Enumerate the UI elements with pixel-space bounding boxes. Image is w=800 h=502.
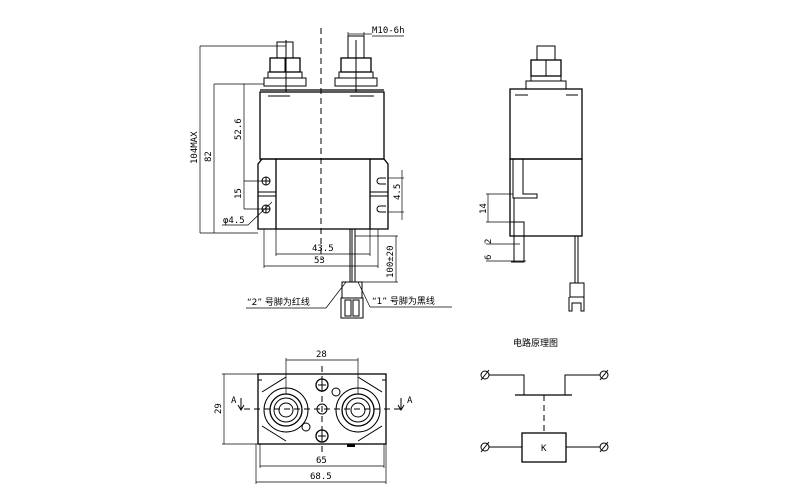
contact-wire-left [489, 374, 525, 395]
dim-body-height: 52.6 [234, 118, 244, 140]
wire-note-red: “2” 号脚为红线 [247, 296, 310, 308]
top-terminal-right [335, 387, 381, 433]
connector-plug [340, 297, 364, 319]
terminal-symbol-top-left [480, 369, 490, 381]
terminal-symbol-top-right [599, 369, 609, 381]
left-terminal [263, 40, 307, 92]
dim-lead-length: 100±20 [386, 245, 396, 278]
dim-overall-height: 104MAX [190, 131, 200, 164]
dim-bracket-offset: 6 [484, 255, 494, 260]
dim-slot-width: 4.5 [393, 184, 403, 200]
front-view: 104MAX 82 52.6 15 φ4.5 4.5 43.5 53 [190, 26, 452, 319]
contact-wire-right [564, 374, 600, 395]
right-flange [370, 158, 389, 230]
top-terminal-left [263, 387, 309, 433]
terminal-symbol-bottom-left [480, 441, 490, 453]
dim-terminal-spacing: 28 [316, 350, 327, 360]
side-upper-body [509, 88, 583, 160]
side-lower-body [509, 158, 583, 237]
upper-body [259, 91, 385, 160]
dim-base-width: 65 [316, 456, 327, 466]
circuit-title: 电路原理图 [513, 337, 558, 349]
circuit-diagram: 电路原理图 K [480, 337, 609, 463]
wire-note-black: “1” 号脚为黑线 [372, 295, 435, 307]
terminal-symbol-bottom-right [599, 441, 609, 453]
section-label-left: A [231, 396, 237, 406]
right-terminal [334, 35, 378, 92]
dim-bracket-height: 14 [479, 203, 489, 214]
section-label-right: A [407, 396, 413, 406]
dim-terminal-height: 82 [204, 151, 214, 162]
dim-bracket-thickness: 2 [484, 239, 494, 244]
side-view: 14 2 6 [479, 45, 585, 312]
thread-spec: M10-6h [372, 26, 405, 36]
dim-hole-spacing: 15 [234, 188, 244, 199]
lower-body [275, 158, 371, 230]
top-view: 28 29 65 68.5 A A [214, 350, 413, 484]
dim-outer-width: 53 [314, 256, 325, 266]
coil-label: K [541, 444, 547, 454]
dim-overall-width: 68.5 [310, 472, 332, 482]
dim-hole-diameter: φ4.5 [223, 216, 245, 226]
left-flange [257, 158, 276, 230]
mount-slot-upper [376, 177, 386, 185]
dim-inner-width: 43.5 [312, 244, 334, 254]
mount-slot-lower [376, 205, 386, 213]
dim-depth: 29 [214, 403, 224, 414]
